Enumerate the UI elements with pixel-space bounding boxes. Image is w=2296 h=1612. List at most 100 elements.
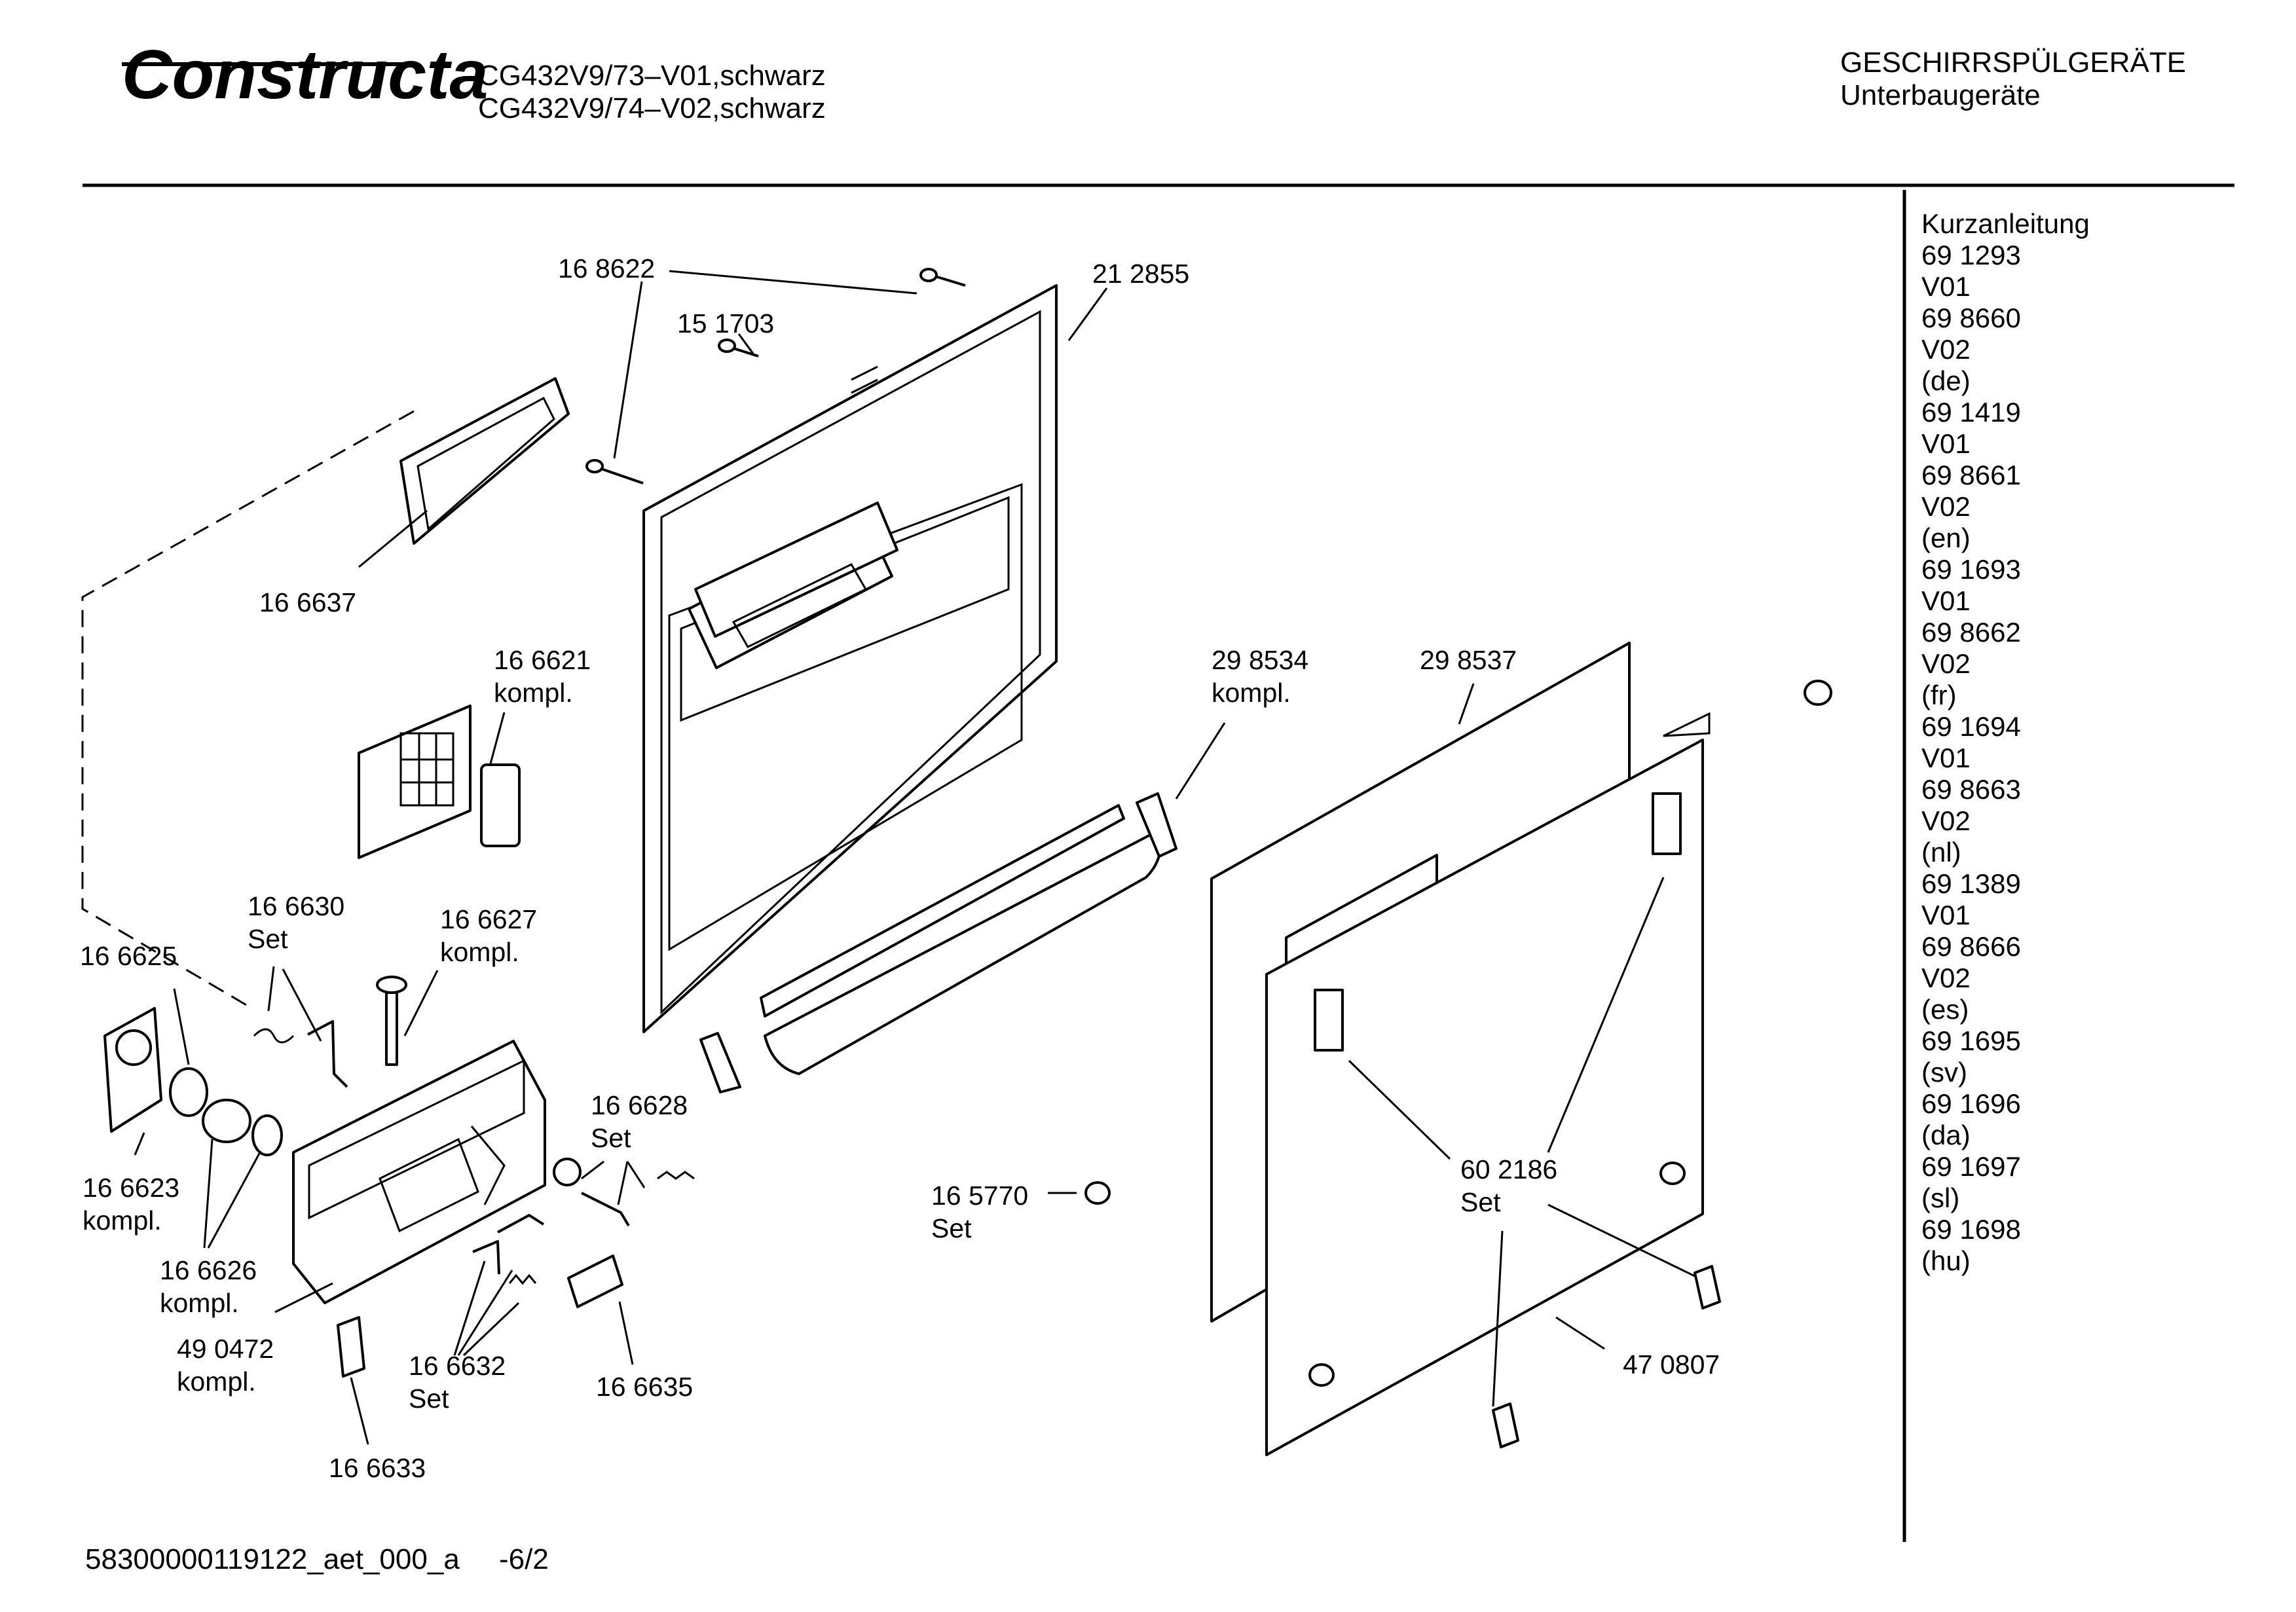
- lever-icon: [307, 1020, 348, 1088]
- part-label: 16 8622: [558, 253, 655, 284]
- sidebar-item: 69 1419: [1921, 397, 2021, 428]
- clip-icon: [1308, 1363, 1335, 1387]
- sidebar-item: 69 8661: [1921, 460, 2021, 490]
- sidebar-item: V01: [1921, 428, 1971, 459]
- dispenser-panel-drawing: [358, 705, 521, 859]
- mount-bracket-icon: [1694, 1265, 1721, 1310]
- footer-doc-id: 58300000119122_aet_000_a: [85, 1543, 460, 1575]
- part-label: 29 8537: [1420, 645, 1517, 675]
- sidebar-item: 69 1693: [1921, 554, 2021, 585]
- part-label: Set: [591, 1123, 631, 1153]
- lever-icon: [497, 1214, 545, 1234]
- category-line-1: GESCHIRRSPÜLGERÄTE: [1840, 46, 2186, 79]
- sidebar-item: 69 1697: [1921, 1151, 2021, 1182]
- sidebar-item: (de): [1921, 365, 1971, 396]
- sidebar-item: 69 8666: [1921, 931, 2021, 962]
- lever-icon: [472, 1240, 500, 1275]
- model-line-1: CG432V9/73–V01,schwarz: [478, 60, 826, 92]
- part-label: 60 2186: [1460, 1154, 1557, 1184]
- brand-logo: Constructa: [122, 36, 489, 113]
- clip-icon: [1084, 1181, 1111, 1205]
- sidebar-item: V02: [1921, 491, 1971, 522]
- part-label: 16 6635: [596, 1372, 693, 1402]
- sidebar-item: 69 1694: [1921, 711, 2021, 742]
- part-label: Set: [931, 1213, 972, 1243]
- sidebar-item: V02: [1921, 962, 1971, 993]
- sidebar-item: V02: [1921, 334, 1971, 365]
- part-label: 16 6621: [494, 645, 591, 675]
- part-label: 16 6637: [259, 587, 356, 617]
- screw-icon: [919, 268, 966, 287]
- sidebar-item: V01: [1921, 271, 1971, 302]
- sidebar-item: V01: [1921, 900, 1971, 930]
- sidebar-item: 69 8663: [1921, 774, 2021, 805]
- sidebar-item: (hu): [1921, 1245, 1971, 1276]
- part-labels: 16 8622 15 1703 21 2855 16 6637 16 6621 …: [80, 253, 1720, 1483]
- part-label: kompl.: [440, 937, 519, 967]
- lever-icon: [581, 1192, 630, 1227]
- leader-lines: [134, 270, 1697, 1445]
- assembly-dashed-line: [81, 410, 415, 1007]
- part-label: kompl.: [83, 1205, 162, 1236]
- brand-logo-text: Constructa: [122, 36, 489, 113]
- sidebar-manual-list: Kurzanleitung 69 1293 V01 69 8660 V02 (d…: [1921, 208, 2090, 1276]
- part-label: kompl.: [177, 1366, 256, 1397]
- hinge-drawing: [1136, 792, 1177, 858]
- front-panel-drawing: [1265, 712, 1711, 1456]
- sidebar-item: (nl): [1921, 837, 1961, 868]
- sidebar-item: 69 8660: [1921, 302, 2021, 333]
- sidebar-item: 69 1293: [1921, 240, 2021, 270]
- sidebar-item: V02: [1921, 805, 1971, 836]
- sidebar-item: (es): [1921, 994, 1969, 1025]
- part-label: 16 6626: [160, 1255, 257, 1285]
- part-label: 49 0472: [177, 1334, 274, 1364]
- part-label: 16 6627: [440, 904, 537, 934]
- ring-icon: [251, 1114, 283, 1156]
- sidebar-item: (da): [1921, 1120, 1971, 1150]
- sidebar-item: 69 8662: [1921, 617, 2021, 648]
- part-label: 16 6628: [591, 1090, 688, 1120]
- spring-icon: [657, 1171, 695, 1180]
- sidebar-item: V02: [1921, 648, 1971, 679]
- part-label: kompl.: [160, 1288, 239, 1318]
- part-label: 16 6632: [409, 1351, 506, 1381]
- part-label: 16 5770: [931, 1181, 1028, 1211]
- part-label: Set: [248, 924, 288, 954]
- part-label: 15 1703: [677, 308, 774, 339]
- clip-icon: [1804, 680, 1832, 706]
- sidebar-item: 69 1695: [1921, 1025, 2021, 1056]
- hinge-drawing: [699, 1032, 741, 1093]
- part-label: kompl.: [1212, 678, 1291, 708]
- mount-bracket-icon: [1492, 1402, 1519, 1448]
- part-label: Set: [1460, 1187, 1501, 1217]
- screw-icon: [718, 339, 759, 357]
- sidebar-item: V01: [1921, 742, 1971, 773]
- bracket-drawing: [337, 1316, 365, 1378]
- inner-door-panel-drawing: [642, 284, 1058, 1033]
- screw-icon: [585, 459, 644, 485]
- dispenser-assembly-drawing: [292, 1040, 546, 1304]
- sidebar-item: V01: [1921, 585, 1971, 616]
- sidebar-item: (sv): [1921, 1057, 1967, 1088]
- spring-icon: [508, 1273, 537, 1285]
- circle-icon: [553, 1158, 582, 1186]
- sidebar-item: 69 1389: [1921, 868, 2021, 899]
- footer-page-number: -6/2: [499, 1543, 549, 1575]
- part-label: 21 2855: [1092, 259, 1189, 289]
- spring-icon: [253, 1028, 295, 1044]
- sidebar-item: Kurzanleitung: [1921, 208, 2090, 239]
- sidebar-item: (en): [1921, 522, 1971, 553]
- sidebar-item: 69 1698: [1921, 1214, 2021, 1245]
- part-label: kompl.: [494, 678, 573, 708]
- knob-drawing: [202, 1099, 251, 1143]
- category-line-2: Unterbaugeräte: [1840, 79, 2041, 111]
- plunger-drawing: [376, 976, 407, 1066]
- part-label: 16 6633: [329, 1453, 426, 1483]
- part-label: Set: [409, 1383, 449, 1414]
- model-line-2: CG432V9/74–V02,schwarz: [478, 92, 826, 124]
- part-label: 16 6625: [80, 941, 177, 971]
- sidebar-item: 69 1696: [1921, 1088, 2021, 1119]
- cap-drawing: [103, 1007, 162, 1133]
- sidebar-item: (fr): [1921, 680, 1957, 710]
